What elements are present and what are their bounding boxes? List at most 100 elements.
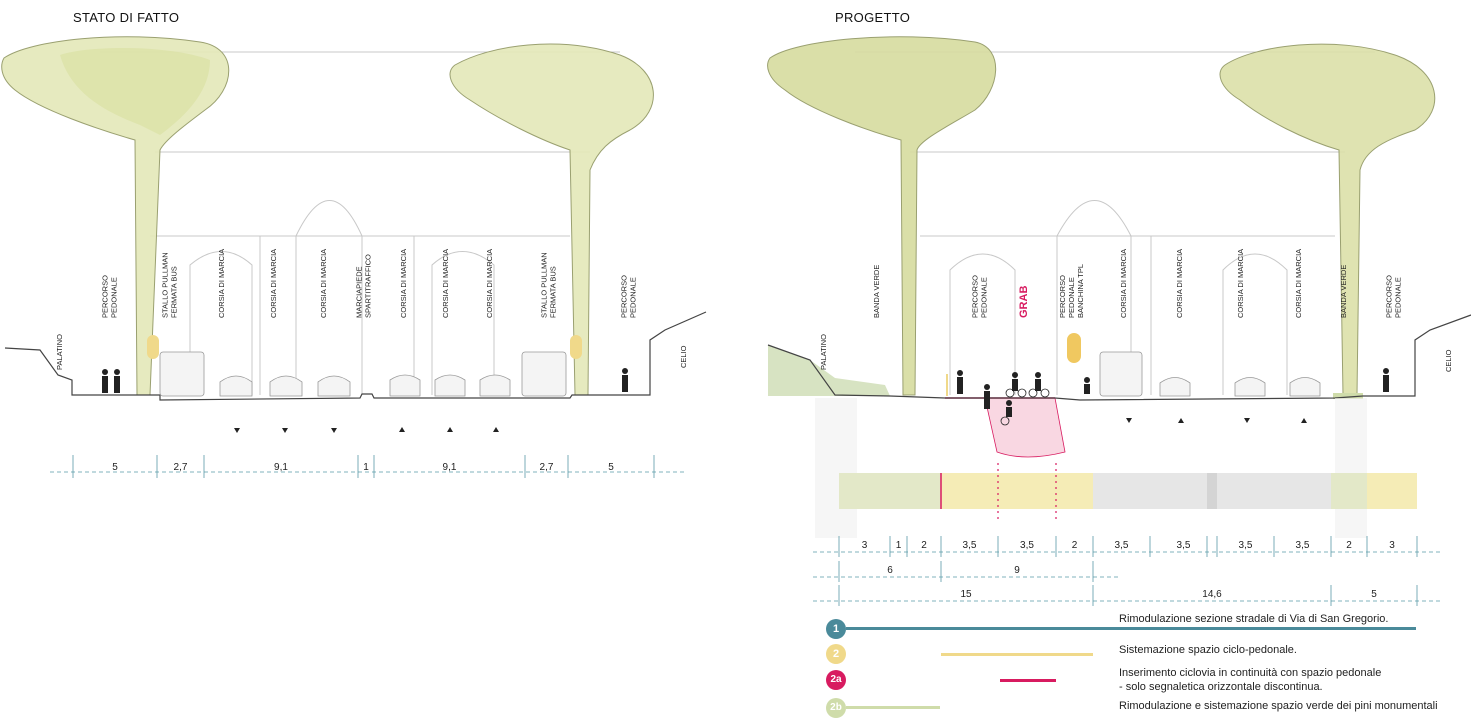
- dimension-value: 2,7: [174, 462, 188, 473]
- dimension-value: 2,7: [540, 462, 554, 473]
- legend-line-1: [846, 627, 1416, 630]
- column-label: STALLO PULLMAN: [161, 252, 170, 318]
- column-label: PERCORSO: [620, 275, 629, 318]
- dimension-value: 3,5: [1020, 540, 1034, 551]
- palatino-label: PALATINO: [819, 334, 828, 370]
- column-label: PERCORSO: [1058, 275, 1067, 318]
- ground-line: [767, 314, 1471, 401]
- column-label: CORSIA DI MARCIA: [1175, 249, 1184, 318]
- column-label: PEDONALE: [629, 277, 638, 318]
- column-label: GRAB: [1018, 286, 1030, 318]
- column-label: CORSIA DI MARCIA: [485, 249, 494, 318]
- dimension-value: 3,5: [1296, 540, 1310, 551]
- column-label: CORSIA DI MARCIA: [399, 249, 408, 318]
- dimension-value: 15: [960, 589, 972, 600]
- palatino-label: PALATINO: [55, 334, 64, 370]
- column-label: PEDONALE: [110, 277, 119, 318]
- dimension-value: 3: [1389, 540, 1395, 551]
- tree-left: [767, 36, 997, 396]
- column-label: BANDA VERDE: [1339, 265, 1348, 318]
- pedestrian-icons: [102, 368, 628, 393]
- dimension-values: 5 2,7 9,1 1 9,1 2,7 5: [112, 462, 614, 473]
- project-panel: PROGETTO: [735, 0, 1471, 727]
- column-label: MARCIAPIEDE: [355, 266, 364, 318]
- legend-line-2a: [1000, 679, 1056, 682]
- vehicles: [159, 351, 567, 397]
- dimension-value: 6: [887, 565, 893, 576]
- column-label: CORSIA DI MARCIA: [319, 249, 328, 318]
- vehicles: [1099, 351, 1321, 397]
- bus-stop-sign-icon: [570, 335, 582, 359]
- dimension-ticks: [72, 455, 655, 478]
- green-band-right: [1333, 393, 1363, 399]
- dimension-value: 2: [1072, 540, 1078, 551]
- tree-left: [1, 36, 230, 396]
- dimension-value: 2: [1346, 540, 1352, 551]
- bus-stop-sign-icon: [147, 335, 159, 359]
- grab-cone: [984, 397, 1066, 458]
- legend-badge-2b: 2b: [826, 698, 846, 718]
- dimension-value: 3,5: [1115, 540, 1129, 551]
- column-label: PEDONALE: [1394, 277, 1403, 318]
- green-bank-left: [768, 345, 890, 396]
- column-label: FERMATA BUS: [549, 266, 558, 318]
- dimension-value: 3,5: [1177, 540, 1191, 551]
- dimension-value: 5: [1371, 589, 1377, 600]
- column-label: SPARTITRAFFICO: [364, 254, 373, 318]
- ground-line: [4, 311, 707, 401]
- dimension-value: 9,1: [274, 462, 288, 473]
- dimension-value: 14,6: [1202, 589, 1222, 600]
- column-label: PEDONALE: [1067, 277, 1076, 318]
- legend-text-2: Sistemazione spazio ciclo-pedonale.: [1119, 644, 1297, 656]
- dimension-value: 5: [608, 462, 614, 473]
- column-label: FERMATA BUS: [170, 266, 179, 318]
- column-label: PEDONALE: [980, 277, 989, 318]
- legend-line-2: [941, 653, 1093, 656]
- column-label: STALLO PULLMAN: [540, 252, 549, 318]
- dimension-value: 3,5: [963, 540, 977, 551]
- column-label: BANCHINA TPL: [1076, 264, 1085, 318]
- column-label: BANDA VERDE: [872, 265, 881, 318]
- column-label: CORSIA DI MARCIA: [441, 249, 450, 318]
- legend-badge-1: 1: [826, 619, 846, 639]
- celio-label: CELIO: [1444, 349, 1453, 372]
- existing-state-title: STATO DI FATTO: [73, 10, 180, 25]
- section-color-band: [839, 463, 1417, 519]
- dimension-value: 5: [112, 462, 118, 473]
- foundation-left: [815, 398, 857, 538]
- celio-label: CELIO: [679, 345, 688, 368]
- column-label: CORSIA DI MARCIA: [1294, 249, 1303, 318]
- dimension-value: 3,5: [1239, 540, 1253, 551]
- dimension-ticks: [838, 536, 1418, 606]
- column-label: PERCORSO: [1385, 275, 1394, 318]
- traffic-direction-arrows: [1126, 418, 1307, 423]
- bicycle-icons: [1000, 388, 1050, 426]
- project-title: PROGETTO: [835, 10, 911, 25]
- pedestrian-and-cyclist-icons: [957, 368, 1389, 417]
- column-label: CORSIA DI MARCIA: [1236, 249, 1245, 318]
- bus-stop-sign-icon: [1067, 333, 1081, 363]
- foundation-right: [1335, 398, 1367, 538]
- legend-line-2b: [846, 706, 940, 709]
- column-label: PERCORSO: [101, 275, 110, 318]
- dimension-value: 1: [363, 462, 369, 473]
- dimension-value: 9,1: [443, 462, 457, 473]
- dimension-value: 1: [896, 540, 902, 551]
- legend-badge-2a: 2a: [826, 670, 846, 690]
- legend-badge-2: 2: [826, 644, 846, 664]
- column-label: PERCORSO: [971, 275, 980, 318]
- column-label: CORSIA DI MARCIA: [269, 249, 278, 318]
- existing-state-panel: STATO DI FATTO: [0, 0, 735, 727]
- tree-right: [449, 43, 654, 396]
- tree-right: [1219, 43, 1436, 396]
- traffic-direction-arrows: [234, 427, 499, 433]
- column-label: CORSIA DI MARCIA: [1119, 249, 1128, 318]
- dimension-value: 9: [1014, 565, 1020, 576]
- legend-text-2b: Rimodulazione e sistemazione spazio verd…: [1119, 700, 1438, 712]
- legend-text-2a: Inserimento ciclovia in continuità con s…: [1119, 667, 1382, 693]
- dimension-value: 2: [921, 540, 927, 551]
